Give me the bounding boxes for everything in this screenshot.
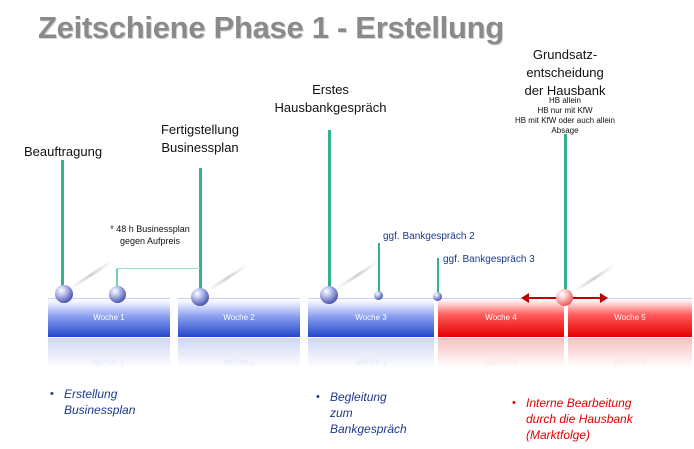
bullet-line: durch die Hausbank xyxy=(526,412,633,426)
bullet-line: (Marktfolge) xyxy=(526,428,591,442)
week-4-bar: Woche 4 xyxy=(438,298,564,337)
grundsatz-line-3: der Hausbank xyxy=(524,83,606,98)
bullet-erstellung: • Erstellung Businessplan xyxy=(50,386,136,418)
express-connector-vertical xyxy=(116,268,118,288)
fertigstellung-line-1: Fertigstellung xyxy=(160,122,240,137)
milestone-ball-bank-3 xyxy=(433,292,442,301)
ball-shadow xyxy=(207,264,248,292)
stem-beauftragung xyxy=(61,160,64,288)
week-5-bar: Woche 5 xyxy=(568,298,692,337)
week-3-reflection: Woche 3 xyxy=(308,338,434,368)
bullet-dot: • xyxy=(512,397,516,409)
milestone-ball-erstes-gespraech xyxy=(320,286,338,304)
bullet-line: Interne Bearbeitung xyxy=(526,396,632,410)
arrow-right-icon xyxy=(600,293,608,303)
ball-shadow xyxy=(336,260,380,290)
bullet-line: Businessplan xyxy=(64,403,136,417)
grundsatz-line-1: Grundsatz- xyxy=(532,47,598,62)
stem-fertigstellung xyxy=(199,168,202,292)
grundsatz-option: Absage xyxy=(551,126,579,135)
stem-bank-3 xyxy=(437,258,439,293)
milestone-ball-bank-2 xyxy=(374,291,383,300)
bullet-line: Erstellung xyxy=(64,387,118,401)
milestone-beauftragung-label: Beauftragung xyxy=(24,144,103,159)
ball-shadow xyxy=(573,264,616,293)
week-2-reflection: Woche 2 xyxy=(178,338,300,368)
bullet-line: zum xyxy=(330,406,353,420)
express-note: * 48 h Businessplan gegen Aufpreis xyxy=(100,223,200,247)
express-connector-horizontal xyxy=(116,268,200,269)
milestone-ball-grundsatz xyxy=(556,289,573,306)
milestone-ball-express xyxy=(109,286,126,303)
grundsatz-options: HB allein HB nur mit KfW HB mit KfW oder… xyxy=(495,96,635,136)
ball-shadow xyxy=(69,260,113,290)
milestone-erstes-label: Erstes Hausbankgespräch xyxy=(268,81,393,117)
stem-bank-2 xyxy=(378,243,380,293)
week-1-bar: Woche 1 xyxy=(48,298,170,337)
bullet-begleitung: • Begleitung zum Bankgespräch xyxy=(316,389,407,437)
bullet-dot: • xyxy=(316,391,320,403)
bank-talk-3-label: ggf. Bankgespräch 3 xyxy=(443,254,535,265)
erstes-line-1: Erstes xyxy=(312,82,349,97)
milestone-ball-beauftragung xyxy=(55,285,73,303)
bullet-line: Begleitung xyxy=(330,390,387,404)
bullet-line: Bankgespräch xyxy=(330,422,407,436)
grundsatz-line-2: entscheidung xyxy=(526,65,604,80)
week-3-bar: Woche 3 xyxy=(308,298,434,337)
stem-grundsatz xyxy=(564,134,567,292)
stem-erstes-gespraech xyxy=(328,130,331,290)
grundsatz-option: HB nur mit KfW xyxy=(537,106,593,115)
erstes-line-2: Hausbankgespräch xyxy=(274,100,387,115)
week-4-reflection: Woche 4 xyxy=(438,338,564,368)
grundsatz-option: HB allein xyxy=(548,96,581,105)
week-5-reflection: Woche 5 xyxy=(568,338,692,368)
milestone-fertigstellung-label: Fertigstellung Businessplan xyxy=(150,121,250,157)
page-title: Zeitschiene Phase 1 - Erstellung xyxy=(38,10,504,45)
week-1-reflection: Woche 1 xyxy=(48,338,170,368)
milestone-grundsatz-label: Grundsatz- entscheidung der Hausbank xyxy=(510,46,620,100)
bullet-interne-bearbeitung: • Interne Bearbeitung durch die Hausbank… xyxy=(512,395,633,443)
bullet-dot: • xyxy=(50,388,54,400)
bank-talk-2-label: ggf. Bankgespräch 2 xyxy=(383,231,475,242)
note-line-2: gegen Aufpreis xyxy=(119,236,181,246)
arrow-left-icon xyxy=(521,293,529,303)
grundsatz-option: HB mit KfW oder auch allein xyxy=(514,116,616,125)
fertigstellung-line-2: Businessplan xyxy=(161,140,239,155)
milestone-ball-fertigstellung xyxy=(191,288,209,306)
note-line-1: * 48 h Businessplan xyxy=(110,224,190,234)
